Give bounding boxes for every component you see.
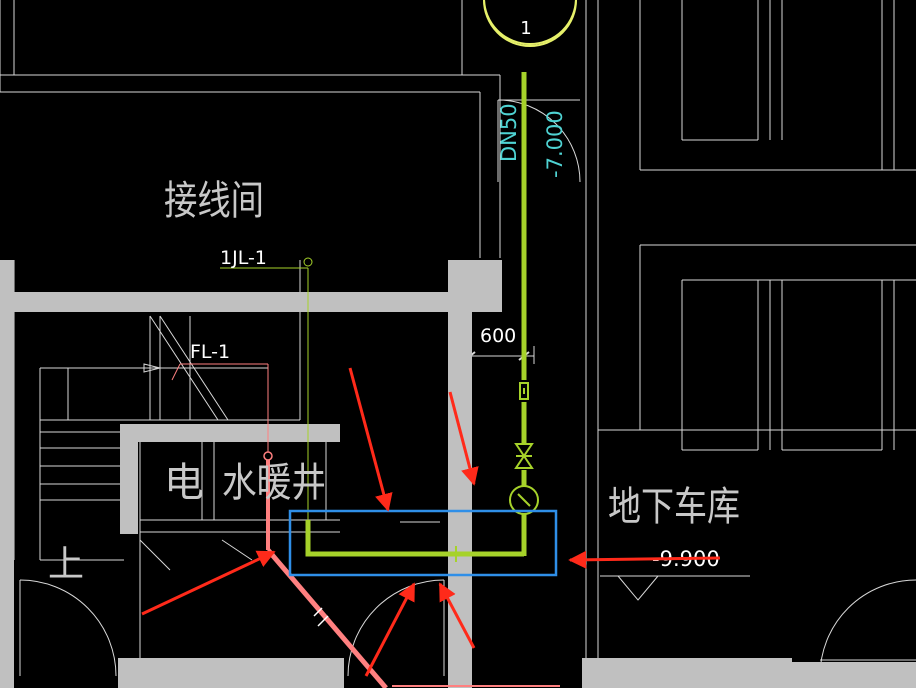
grid-axis-number: 1 xyxy=(520,18,531,39)
check-valve-icon xyxy=(519,382,529,400)
highlight-box xyxy=(288,509,558,577)
stair-label-up: 上 xyxy=(48,544,84,585)
shaft-label-electric: 电 xyxy=(164,460,204,506)
arrow-2 xyxy=(448,391,479,486)
grid-axis-bubble: 1 xyxy=(483,0,577,47)
walls xyxy=(0,260,916,688)
pipe-elevation-label: -7.000 xyxy=(543,110,567,178)
gate-valve-icon xyxy=(514,443,534,469)
arrow-5 xyxy=(364,582,416,677)
arrow-6 xyxy=(438,582,476,649)
supply-pipe-dn50 xyxy=(220,72,527,562)
annotation-arrows xyxy=(141,367,721,677)
shaft-label-hvac: 水暖井 xyxy=(222,460,326,506)
drain-riser-icon xyxy=(263,451,273,461)
arrow-1 xyxy=(348,367,393,512)
room-label-garage: 地下车库 xyxy=(608,484,740,530)
arrow-3 xyxy=(568,550,721,569)
arrow-4 xyxy=(141,550,276,616)
pipe-label-1jl1: 1JL-1 xyxy=(220,247,267,269)
drain-fitting-icon xyxy=(313,607,329,627)
pipe-label-fl1: FL-1 xyxy=(190,341,230,363)
pipe-size-label: DN50 xyxy=(497,103,521,162)
water-meter-icon xyxy=(509,485,539,515)
dimension-600: 600 xyxy=(480,325,516,347)
riser-marker-icon xyxy=(303,257,313,267)
room-label-junction: 接线间 xyxy=(164,178,264,224)
drain-pipe-fl1 xyxy=(171,363,560,688)
